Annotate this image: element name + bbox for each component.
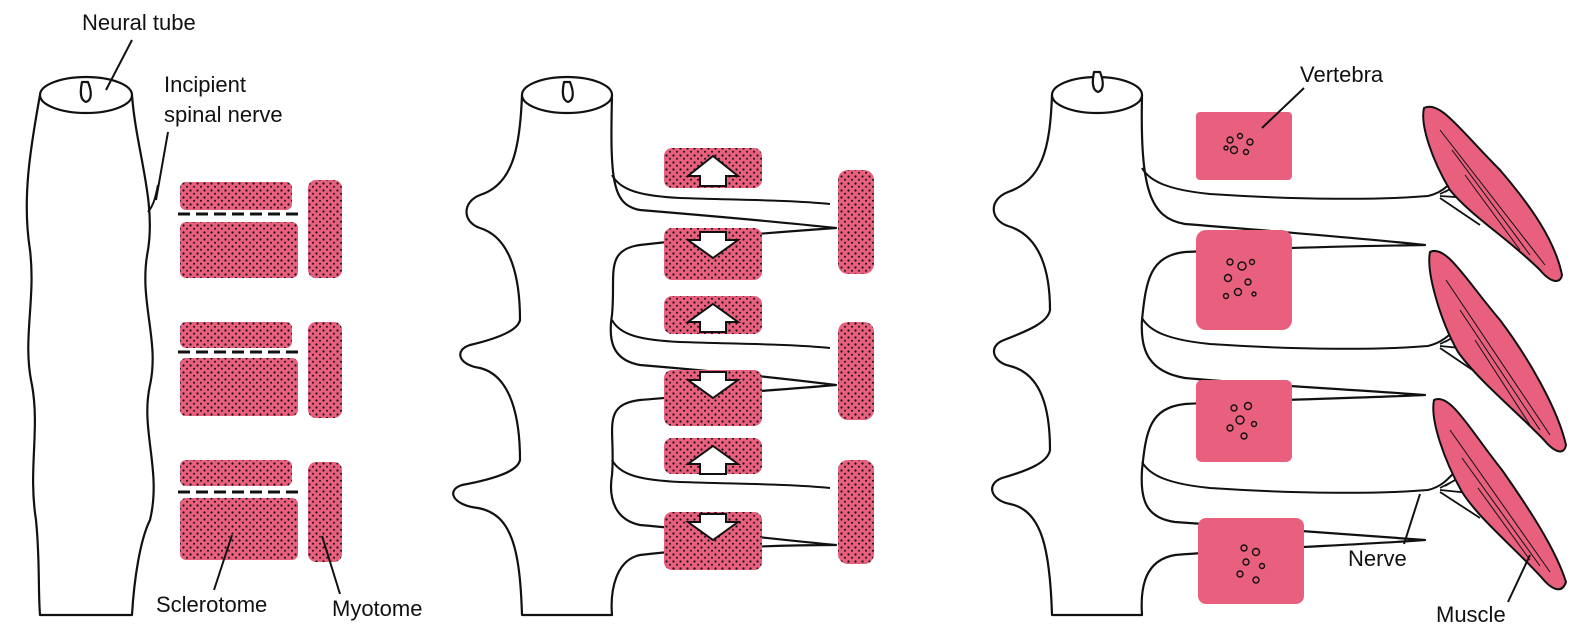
sclerotome-half-4 [664, 370, 762, 426]
panel-3: Vertebra Nerve Muscle [992, 62, 1566, 627]
nerve-3a [1142, 168, 1460, 199]
sclerotome-half-6 [664, 512, 762, 570]
label-incipient-line2: spinal nerve [164, 102, 283, 127]
nerve-3c [1142, 462, 1462, 493]
neural-canal-3 [1093, 72, 1103, 92]
vertebra-2 [1196, 230, 1292, 330]
sclerotome-half-5 [664, 438, 762, 474]
label-incipient-line1: Incipient [164, 72, 246, 97]
label-sclerotome: Sclerotome [156, 592, 267, 617]
myotome-2-1 [838, 170, 874, 274]
sclerotome-1 [178, 182, 300, 278]
myotome-2 [308, 322, 342, 418]
label-myotome: Myotome [332, 596, 422, 621]
label-neural-tube: Neural tube [82, 10, 196, 35]
label-vertebra: Vertebra [1300, 62, 1384, 87]
sclerotome-2 [178, 322, 300, 416]
vertebra-4 [1198, 518, 1304, 604]
neural-tube-body [27, 95, 154, 615]
label-nerve: Nerve [1348, 546, 1407, 571]
neural-canal-2 [563, 82, 573, 102]
label-muscle: Muscle [1436, 602, 1506, 627]
neural-tube-body-2 [453, 95, 836, 615]
vertebra-1 [1196, 112, 1292, 180]
myotome-2-2 [838, 322, 874, 420]
nerve-3b [1142, 318, 1462, 349]
panel-2 [453, 77, 874, 615]
sclerotome-half-1 [664, 148, 762, 188]
sclerotome-3 [178, 460, 300, 560]
neural-canal [81, 82, 91, 102]
sclerotome-half-2 [664, 228, 762, 280]
myotome-2-3 [838, 460, 874, 564]
panel-1: Neural tube Incipient spinal nerve Scler… [27, 10, 423, 621]
vertebra-3 [1196, 380, 1292, 462]
myotome-1 [308, 180, 342, 278]
sclerotome-half-3 [664, 296, 762, 334]
